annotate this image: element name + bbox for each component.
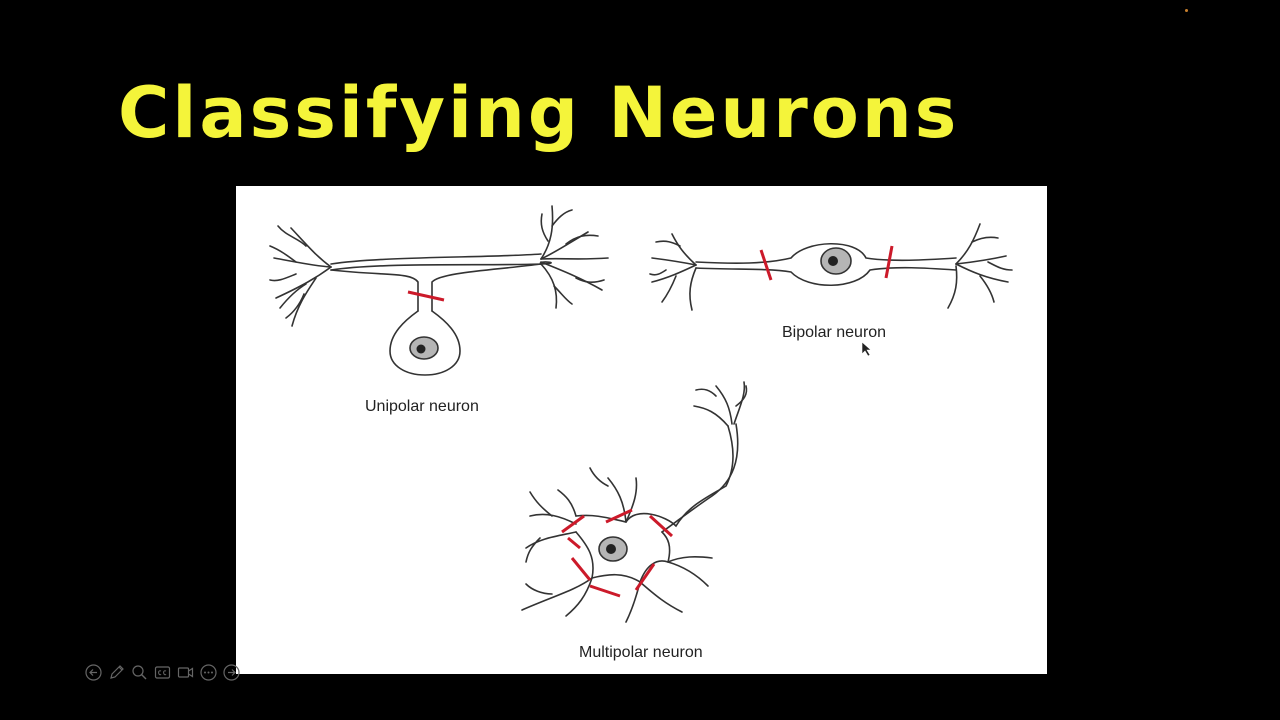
marker <box>589 584 621 598</box>
recording-indicator <box>1185 9 1188 12</box>
more-icon <box>200 664 217 681</box>
zoom-button[interactable] <box>130 663 149 682</box>
more-options-button[interactable] <box>199 663 218 682</box>
marker <box>634 563 656 591</box>
slide-title: Classifying Neurons <box>118 72 960 154</box>
next-icon <box>223 664 240 681</box>
neuron-figure: Unipolar neuron Bipolar neuron Multipola… <box>236 186 1047 674</box>
slideshow-toolbar <box>84 663 241 682</box>
multipolar-caption: Multipolar neuron <box>579 644 703 661</box>
red-markers <box>407 245 894 598</box>
marker <box>884 245 894 279</box>
next-slide-button[interactable] <box>222 663 241 682</box>
marker <box>605 508 633 524</box>
captions-button[interactable] <box>153 663 172 682</box>
video-button[interactable] <box>176 663 195 682</box>
marker <box>407 290 445 302</box>
marker <box>567 536 581 550</box>
marker <box>759 249 773 281</box>
marker <box>570 557 592 581</box>
pen-icon <box>110 665 124 679</box>
multipolar-neuron <box>521 381 748 623</box>
marker <box>561 514 585 534</box>
captions-icon <box>154 666 171 679</box>
unipolar-neuron <box>269 205 609 376</box>
marker <box>648 514 674 538</box>
neuron-diagram <box>269 205 1013 623</box>
zoom-icon <box>132 665 147 680</box>
bipolar-neuron <box>649 223 1013 311</box>
unipolar-caption: Unipolar neuron <box>365 398 479 415</box>
pen-tool-button[interactable] <box>107 663 126 682</box>
previous-slide-button[interactable] <box>84 663 103 682</box>
bipolar-caption: Bipolar neuron <box>782 324 887 341</box>
mouse-cursor-icon <box>861 341 872 357</box>
previous-icon <box>85 664 102 681</box>
video-icon <box>177 667 194 678</box>
